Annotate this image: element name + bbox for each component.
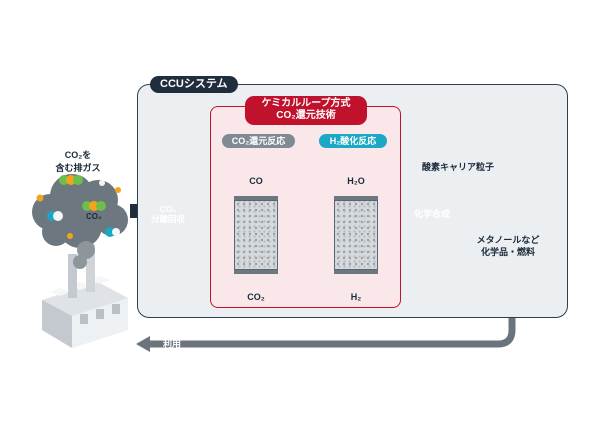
- synthesis-label: 化学合成: [413, 209, 450, 219]
- reduction-reactor-cap-top: [234, 196, 278, 200]
- reduction-reaction-label: CO₂還元反応: [222, 134, 295, 148]
- reduction-reactor-cap-bottom: [234, 270, 278, 274]
- h2o-label: H₂O: [347, 176, 365, 186]
- usage-return-line: [148, 268, 516, 348]
- ccu-system-label: CCUシステム: [150, 76, 238, 93]
- loop-title-line1: ケミカルループ方式: [261, 98, 351, 109]
- h2-label: H₂: [350, 292, 362, 302]
- exhaust-cloud: [32, 174, 128, 269]
- product-label: メタノールなど 化学品・燃料: [466, 234, 550, 258]
- exhaust-line1: CO₂を: [64, 150, 92, 160]
- oxidation-reaction-label: H₂酸化反応: [319, 134, 387, 148]
- loop-title-line2: CO₂還元技術: [276, 110, 336, 121]
- separation-label: CO₂ 分離回収: [140, 204, 196, 224]
- oxidation-reactor: [334, 200, 378, 270]
- product-line2: 化学品・燃料: [480, 247, 535, 257]
- separation-line1: CO₂: [159, 204, 177, 214]
- co-label: CO: [249, 176, 263, 186]
- oxidation-reactor-cap-top: [334, 196, 378, 200]
- separation-line2: 分離回収: [150, 214, 185, 224]
- cloud-co2-label: CO₂: [86, 212, 102, 221]
- co2-bottom-label: CO₂: [247, 292, 265, 302]
- reduction-reactor: [234, 200, 278, 270]
- usage-arrowhead: [136, 336, 150, 352]
- exhaust-line2: 含む排ガス: [55, 163, 101, 173]
- oxidation-reactor-cap-bottom: [334, 270, 378, 274]
- chemical-loop-title: ケミカルループ方式 CO₂還元技術: [245, 96, 367, 125]
- exhaust-gas-label: CO₂を 含む排ガス: [48, 148, 108, 174]
- usage-label: 利用: [162, 339, 181, 349]
- product-line1: メタノールなど: [476, 235, 540, 245]
- oxygen-carrier-label: 酸素キャリア粒子: [422, 162, 495, 172]
- factory-icon: [42, 244, 128, 348]
- cloud-molecules: [36, 175, 121, 239]
